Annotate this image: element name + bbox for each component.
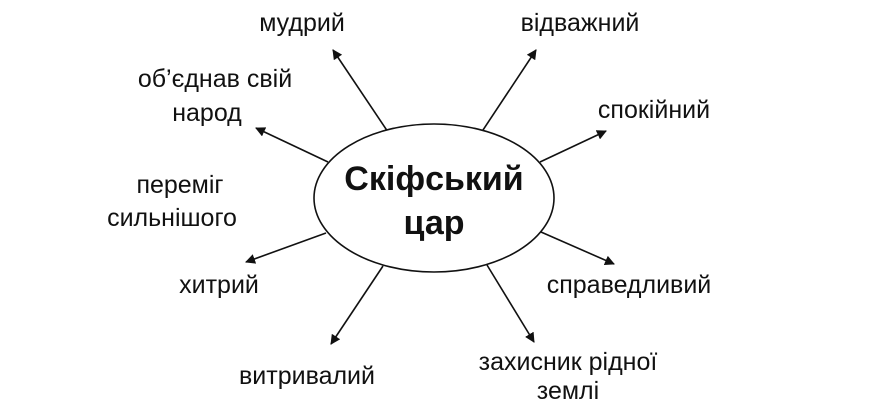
trait-khytryi: хитрий xyxy=(179,271,259,299)
arrow-to-khytryi xyxy=(245,232,327,264)
trait-obiednav-line1: об’єднав свій xyxy=(138,65,292,93)
center-label-line2: цар xyxy=(404,204,465,242)
trait-zakhysnyk-line1: захисник рідної xyxy=(479,348,658,376)
center-ellipse xyxy=(313,123,555,273)
trait-obiednav-line2: народ xyxy=(172,99,242,127)
center-label-line1: Скіфський xyxy=(344,160,523,198)
trait-vytryvalyi: витривалий xyxy=(239,362,375,390)
arrow-to-vytryvalyi xyxy=(330,265,384,345)
arrow-to-zakhysnyk xyxy=(486,264,535,343)
trait-peremih-line1: переміг xyxy=(136,171,223,199)
trait-zakhysnyk-line2: землі xyxy=(537,377,599,400)
trait-spokiinyi: спокійний xyxy=(598,96,710,124)
trait-vidvazhnyi: відважний xyxy=(521,9,640,37)
trait-mudryi: мудрий xyxy=(259,9,345,37)
arrow-to-spokiinyi xyxy=(539,130,607,163)
arrow-to-mudryi xyxy=(332,49,389,133)
trait-peremih-line2: сильнішого xyxy=(107,204,237,232)
arrows xyxy=(245,49,615,345)
trait-spravedlyvyi: справедливий xyxy=(547,271,712,299)
arrow-to-vidvazhnyi xyxy=(482,49,537,131)
arrow-to-spravedlyvyi xyxy=(540,231,615,265)
arrow-to-obiednav xyxy=(255,127,329,163)
